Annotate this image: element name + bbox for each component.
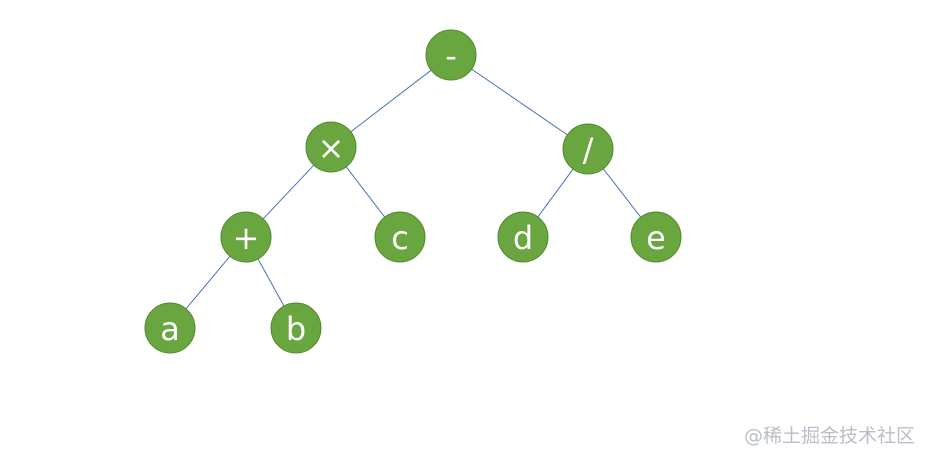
- node-plus: +: [220, 211, 272, 263]
- node-label-times: ×: [318, 129, 345, 167]
- node-times: ×: [305, 121, 357, 173]
- node-minus: -: [425, 29, 477, 81]
- tree-edges: [185, 68, 642, 310]
- juejin-watermark: @稀土掘金技术社区: [743, 425, 915, 447]
- node-divide: /: [562, 123, 614, 175]
- node-circle-plus: [220, 211, 272, 263]
- node-circle-minus: [425, 29, 477, 81]
- edge-times-c: [345, 166, 386, 218]
- node-circle-divide: [562, 123, 614, 175]
- node-label-b: b: [286, 310, 306, 348]
- node-label-a: a: [160, 310, 180, 348]
- node-circle-d: [497, 211, 549, 263]
- node-circle-a: [144, 302, 196, 354]
- node-circle-times: [305, 121, 357, 173]
- node-circle-b: [270, 302, 322, 354]
- edge-divide-e: [602, 168, 642, 218]
- node-e: e: [630, 211, 682, 263]
- node-d: d: [497, 211, 549, 263]
- node-b: b: [270, 302, 322, 354]
- node-label-e: e: [646, 219, 666, 257]
- node-label-plus: +: [233, 219, 260, 257]
- edge-minus-times: [350, 69, 432, 133]
- node-c: c: [374, 211, 426, 263]
- node-label-d: d: [513, 219, 533, 257]
- node-label-divide: /: [583, 131, 594, 169]
- node-circle-c: [374, 211, 426, 263]
- edge-times-plus: [262, 164, 315, 220]
- node-label-minus: -: [445, 37, 457, 75]
- edge-divide-d: [537, 168, 574, 218]
- node-a: a: [144, 302, 196, 354]
- edge-plus-a: [185, 255, 231, 310]
- node-circle-e: [630, 211, 682, 263]
- edge-plus-b: [257, 258, 285, 307]
- edge-minus-divide: [471, 68, 568, 136]
- tree-nodes: - × / + c d e a b: [144, 29, 682, 354]
- node-label-c: c: [391, 219, 409, 257]
